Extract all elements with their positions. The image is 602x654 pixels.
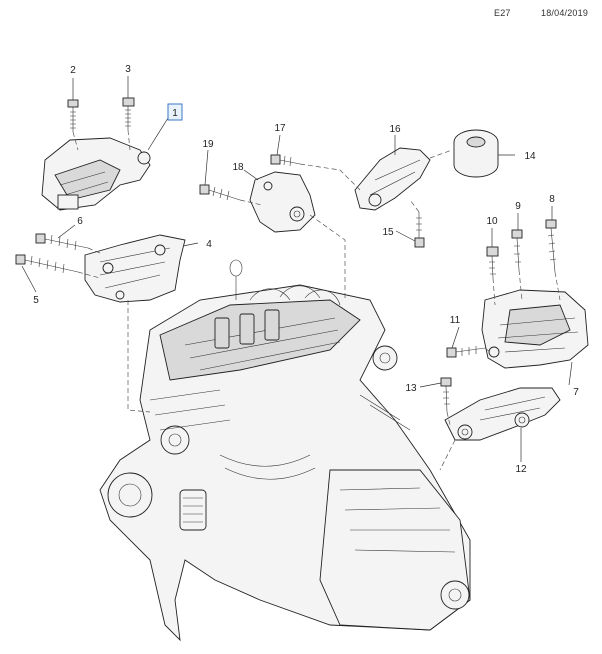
callout-10[interactable]: 10	[486, 216, 498, 227]
callout-2[interactable]: 2	[70, 65, 76, 76]
callout-9[interactable]: 9	[515, 201, 521, 212]
callouts: 1 2 3 4 5 6 7 8 9 10 11 12 13 14 15 16 1…	[33, 64, 579, 475]
alignment-lines	[72, 129, 561, 471]
callout-12[interactable]: 12	[515, 464, 527, 475]
callout-3[interactable]: 3	[125, 64, 131, 75]
bracket-12-part[interactable]	[444, 387, 561, 441]
bolt-9-part[interactable]	[511, 229, 523, 271]
selected-callout-box[interactable]	[167, 103, 183, 121]
callout-14[interactable]: 14	[524, 151, 536, 162]
bolt-5-part[interactable]	[15, 254, 79, 274]
callout-17[interactable]: 17	[274, 123, 286, 134]
bolt-6-part[interactable]	[35, 233, 89, 251]
callout-13[interactable]: 13	[405, 383, 417, 394]
bolt-13-part[interactable]	[440, 377, 452, 413]
leader-lines	[21, 76, 573, 462]
bolt-11-part[interactable]	[446, 346, 486, 358]
callout-6[interactable]: 6	[77, 216, 83, 227]
bolt-19-part[interactable]	[199, 184, 241, 201]
bolt-2-part[interactable]	[67, 99, 79, 132]
callout-18[interactable]: 18	[232, 162, 244, 173]
bolt-10-part[interactable]	[486, 246, 499, 279]
bracket-16-part[interactable]	[354, 147, 431, 211]
engine-assembly	[99, 259, 471, 642]
bracket-4-part[interactable]	[84, 234, 186, 303]
diagram-date: 18/04/2019	[541, 8, 589, 18]
bushing-14-part[interactable]	[453, 129, 499, 178]
callout-11[interactable]: 11	[450, 315, 461, 326]
callout-1[interactable]: 1	[172, 108, 178, 119]
callout-19[interactable]: 19	[202, 139, 214, 150]
diagram-code: E27	[494, 8, 511, 18]
callout-15[interactable]: 15	[382, 227, 394, 238]
callout-7[interactable]: 7	[573, 387, 579, 398]
callout-4[interactable]: 4	[206, 239, 212, 250]
mount-7-part[interactable]	[481, 289, 589, 369]
bolt-17-part[interactable]	[270, 154, 301, 167]
upper-left-mount-part[interactable]	[41, 137, 151, 211]
callout-5[interactable]: 5	[33, 295, 39, 306]
bolt-8-part[interactable]	[545, 219, 557, 273]
bolt-15-part[interactable]	[414, 212, 425, 248]
bracket-18-part[interactable]	[249, 171, 316, 233]
bolt-3-part[interactable]	[122, 97, 135, 130]
callout-16[interactable]: 16	[389, 124, 401, 135]
callout-8[interactable]: 8	[549, 194, 555, 205]
